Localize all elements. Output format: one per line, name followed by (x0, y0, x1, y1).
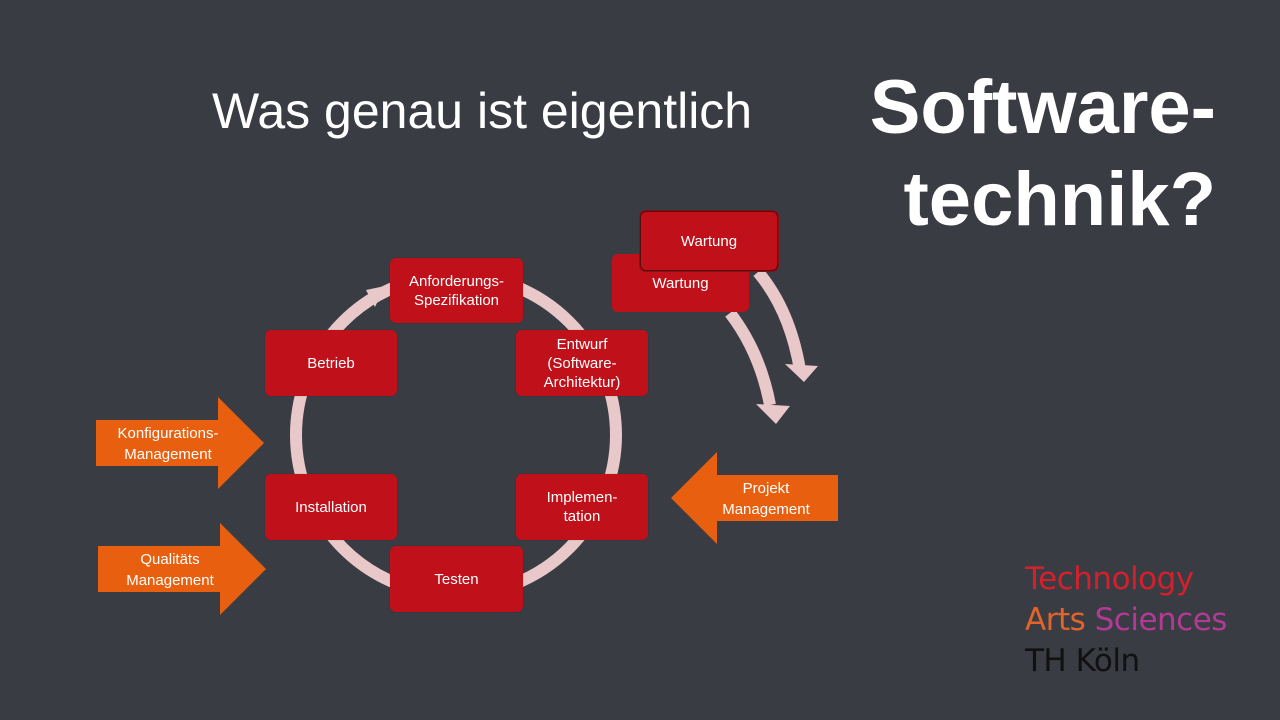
konfiguration-arrow (96, 397, 264, 489)
title-intro: Was genau ist eigentlich (212, 83, 753, 139)
wartung-curve-arrow-front (753, 268, 806, 371)
cycle-arrowhead (366, 286, 385, 307)
phase-entwurf: Entwurf (Software- Architektur) (516, 330, 648, 396)
logo-sciences: Sciences (1094, 602, 1228, 638)
phase-testen: Testen (390, 546, 523, 612)
title-main: Software- technik? (796, 62, 1216, 246)
th-koeln-logo: Technology Arts Sciences TH Köln (1025, 559, 1227, 682)
title-main-line1: Software- (869, 65, 1216, 150)
phase-betrieb: Betrieb (265, 330, 397, 396)
logo-technology: Technology (1025, 561, 1194, 597)
logo-th-koeln: TH Köln (1025, 643, 1140, 679)
title-main-line2: technik? (903, 157, 1217, 242)
projekt-arrow (671, 452, 838, 544)
logo-arts: Arts (1025, 602, 1086, 638)
phase-anforderung: Anforderungs- Spezifikation (390, 258, 523, 323)
projekt-label: Projekt Management (722, 480, 810, 518)
phase-implementierung: Implemen- tation (516, 474, 648, 540)
konfiguration-label: Konfigurations- Management (117, 425, 219, 463)
wartung-box-front: Wartung (640, 211, 778, 271)
logo-arts-sciences: Arts Sciences (1025, 600, 1227, 641)
phase-installation: Installation (265, 474, 397, 540)
wartung-curve-arrow-back (725, 309, 776, 407)
wartung-arrowhead-back (756, 404, 790, 424)
qualitaet-arrow (98, 523, 266, 615)
qualitaet-label: Qualitäts Management (126, 551, 214, 589)
wartung-arrowhead-front (785, 364, 818, 382)
